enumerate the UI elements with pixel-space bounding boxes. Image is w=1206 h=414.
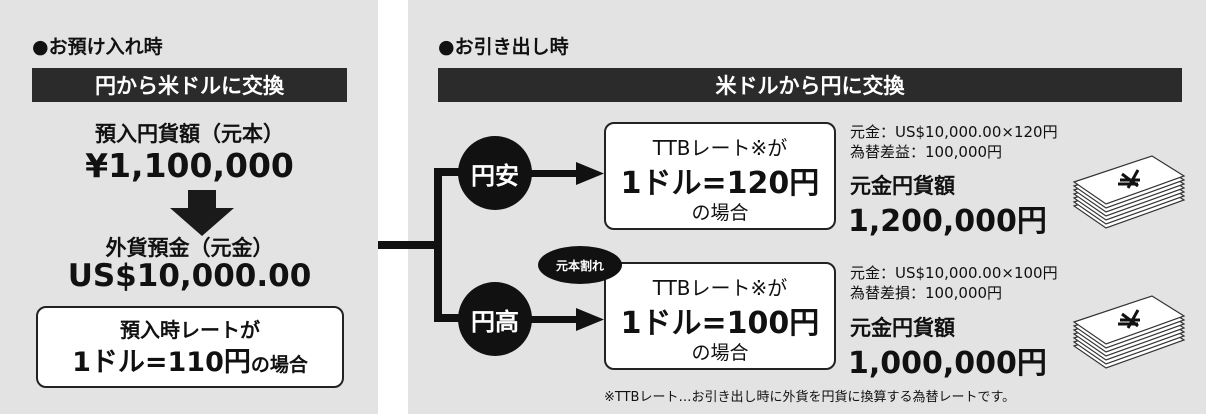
weak-yen-rate-big: 1ドル=120円 — [620, 166, 820, 201]
fx-deposit-value: US$10,000.00 — [67, 258, 312, 294]
strong-yen-detail1: 元金：US$10,000.00×100円 — [850, 264, 1058, 282]
deposit-rate-box — [36, 306, 344, 388]
deposit-rate-small: の場合 — [250, 354, 308, 376]
fx-deposit-label: 外貨預金（元金） — [105, 236, 274, 260]
connector-top — [434, 168, 462, 176]
weak-yen-amount-value: 1,200,000円 — [848, 204, 1047, 239]
deposit-rate-line2: 1ドル=110円の場合 — [36, 340, 344, 379]
deposit-exchange-bar: 円から米ドルに交換 — [32, 68, 347, 102]
ttb-footnote: ※TTBレート…お引き出し時に外貨を円貨に換算する為替レートです。 — [604, 390, 1016, 405]
weak-yen-detail2: 為替差益：100,000円 — [850, 143, 1003, 161]
weak-yen-rate-box — [604, 122, 836, 230]
withdraw-exchange-bar: 米ドルから円に交換 — [438, 68, 1182, 102]
strong-yen-rate-line1: TTBレート※が — [652, 276, 788, 300]
principal-loss-badge: 元本割れ — [540, 248, 620, 282]
strong-yen-amount-label: 元金円貨額 — [850, 316, 955, 340]
strong-yen-detail2: 為替差損：100,000円 — [850, 284, 1003, 302]
strong-yen-rate-big: 1ドル=100円 — [620, 306, 820, 341]
right-arrow-icon — [530, 162, 604, 185]
banknote-stack-icon — [1072, 155, 1186, 229]
weak-yen-detail1: 元金：US$10,000.00×120円 — [850, 123, 1058, 141]
strong-yen-circle: 円高 — [458, 282, 532, 356]
weak-yen-rate-line3: の場合 — [691, 202, 749, 224]
deposit-rate-big: 1ドル=110円 — [72, 347, 251, 378]
weak-yen-circle: 円安 — [458, 136, 532, 210]
strong-yen-rate-box — [604, 262, 836, 370]
deposit-rate-line1: 預入時レートが — [120, 318, 260, 342]
connector-main — [378, 241, 442, 249]
banknote-stack-icon — [1072, 295, 1186, 369]
connector-vertical — [434, 168, 442, 320]
right-arrow-icon — [530, 308, 604, 331]
connector-bottom — [434, 314, 462, 322]
weak-yen-rate-line1: TTBレート※が — [652, 136, 788, 160]
strong-yen-rate-line3: の場合 — [691, 342, 749, 364]
withdraw-header: ●お引き出し時 — [438, 36, 569, 58]
down-arrow-icon — [170, 190, 234, 236]
principal-value: ¥1,100,000 — [85, 146, 294, 185]
principal-label: 預入円貨額（元本） — [95, 122, 284, 146]
principal-loss-badge-label: 元本割れ — [555, 258, 604, 273]
deposit-header: ●お預け入れ時 — [32, 36, 163, 58]
weak-yen-amount-label: 元金円貨額 — [850, 174, 955, 198]
strong-yen-amount-value: 1,000,000円 — [848, 346, 1047, 381]
